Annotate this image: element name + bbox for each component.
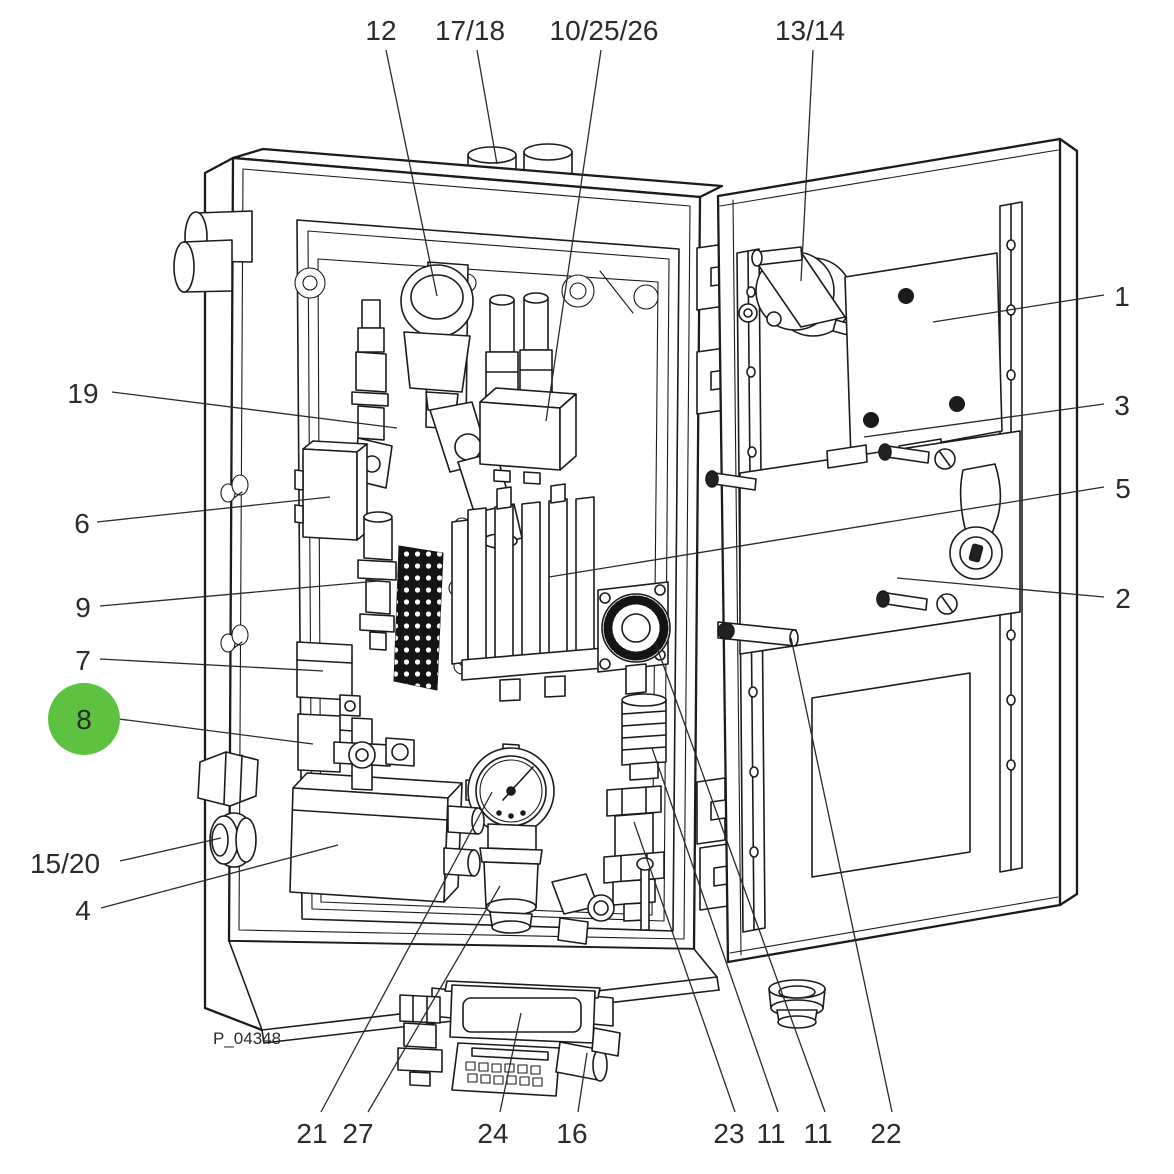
callout-label-27: 27 (342, 1118, 373, 1149)
component-9 (357, 511, 397, 651)
callout-label-15-20: 15/20 (30, 848, 100, 879)
cable-glands-15-20 (197, 751, 259, 868)
callout-label-6: 6 (74, 508, 90, 539)
callout-label-11a: 11 (756, 1118, 785, 1149)
pressure-sensor-23 (603, 785, 665, 922)
callout-label-23: 23 (713, 1118, 744, 1149)
callout-label-19: 19 (67, 378, 98, 409)
cabinet-interior (289, 258, 671, 945)
component-4 (289, 772, 485, 903)
highlight-hotspot-8[interactable] (48, 683, 120, 755)
callout-label-22: 22 (870, 1118, 901, 1149)
door-hinges (696, 243, 729, 911)
leader-lines (96, 49, 1105, 1113)
door-plate-2 (705, 430, 1021, 655)
callout-label-7: 7 (75, 645, 91, 676)
valve-block-10-25-26 (479, 292, 577, 485)
callout-label-10-25-26: 10/25/26 (550, 15, 659, 46)
filter-bowl-27 (479, 847, 543, 934)
callout-label-11b: 11 (803, 1118, 832, 1149)
latch-13-14 (738, 246, 859, 338)
cabinet-left-wall (203, 156, 264, 1032)
manifold-5 (451, 483, 605, 702)
knurled-knob-11 (621, 693, 667, 781)
callout-labels: 12 17/18 10/25/26 13/14 19 6 9 7 8 15/20… (30, 15, 1131, 1149)
callout-label-1: 1 (1114, 281, 1130, 312)
regulator-11 (597, 581, 671, 695)
door-window (811, 672, 971, 878)
callout-label-24: 24 (477, 1118, 508, 1149)
wall-clips (220, 474, 249, 653)
left-wall-fittings (173, 210, 259, 868)
cross-fittings (333, 694, 415, 791)
callout-label-21: 21 (296, 1118, 327, 1149)
callout-label-9: 9 (75, 592, 91, 623)
figure-code: P_04348 (213, 1029, 281, 1048)
callout-label-16: 16 (556, 1118, 587, 1149)
callout-label-3: 3 (1114, 390, 1130, 421)
connector-24 (397, 980, 621, 1097)
callout-label-12: 12 (365, 15, 396, 46)
callout-label-8: 8 (76, 704, 92, 735)
terminal-blocks (393, 545, 444, 691)
component-8 (297, 713, 353, 773)
callout-label-2: 2 (1115, 583, 1131, 614)
door-bar-22 (717, 621, 799, 647)
cabinet-door (705, 137, 1079, 964)
component-6 (294, 440, 368, 541)
component-7 (296, 641, 353, 701)
gauge-21 (465, 743, 555, 851)
callout-label-4: 4 (75, 895, 91, 926)
callout-label-13-14: 13/14 (775, 15, 845, 46)
filter-regulator-12 (400, 261, 523, 549)
callout-label-17-18: 17/18 (435, 15, 505, 46)
callout-label-5: 5 (1115, 473, 1131, 504)
floor-plug (768, 979, 826, 1029)
